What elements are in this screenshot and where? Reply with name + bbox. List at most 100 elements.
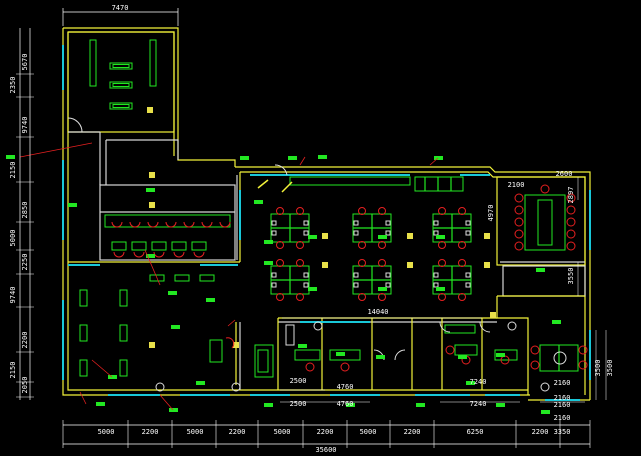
dimension-interior-label: 4760 bbox=[337, 383, 354, 391]
chair-icon bbox=[296, 241, 304, 249]
desk-icon bbox=[119, 289, 128, 307]
monitor-icon bbox=[353, 282, 359, 288]
chair-icon bbox=[133, 251, 145, 258]
leader-tag-icon bbox=[108, 375, 117, 379]
dimension-interior-label: 7240 bbox=[470, 378, 487, 386]
chair-icon bbox=[296, 259, 304, 267]
dimension-top-label: 7470 bbox=[112, 4, 129, 12]
desk-icon bbox=[494, 349, 518, 361]
leader-tag-icon bbox=[466, 381, 475, 385]
chair-icon bbox=[305, 362, 315, 372]
shelf-icon bbox=[112, 64, 130, 68]
chair-icon bbox=[378, 241, 386, 249]
dimension-interior-label: 2100 bbox=[508, 181, 525, 189]
dimension-left-label: 2350 bbox=[9, 77, 17, 94]
leader-line bbox=[144, 249, 161, 286]
leader-tag-icon bbox=[240, 156, 249, 160]
leader-line bbox=[299, 156, 306, 166]
chair-icon bbox=[225, 337, 235, 349]
monitor-icon bbox=[465, 272, 471, 278]
counter-icon bbox=[414, 176, 464, 192]
chair-icon bbox=[276, 293, 284, 301]
leader-line bbox=[91, 359, 113, 378]
monitor-icon bbox=[353, 272, 359, 278]
dimension-left-label: 2150 bbox=[9, 162, 17, 179]
chair-icon bbox=[578, 360, 588, 370]
column-icon bbox=[149, 172, 155, 178]
chair-icon bbox=[358, 293, 366, 301]
chair-icon bbox=[173, 251, 185, 258]
chair-icon bbox=[438, 259, 446, 267]
chair-icon bbox=[540, 184, 550, 194]
leader-tag-icon bbox=[436, 287, 445, 291]
staff-room bbox=[99, 184, 236, 261]
column-icon bbox=[233, 342, 239, 348]
exterior-wall-inner bbox=[68, 31, 175, 156]
dimension-interior-label: 3550 bbox=[567, 268, 575, 285]
monitor-icon bbox=[271, 220, 277, 226]
desk-icon bbox=[454, 344, 478, 356]
desk-icon bbox=[79, 289, 88, 307]
chair-icon bbox=[276, 207, 284, 215]
leader-line bbox=[159, 394, 174, 411]
desk-icon bbox=[79, 324, 88, 342]
dimensions-layer bbox=[16, 8, 607, 448]
dimension-interior-label: 2160 bbox=[554, 394, 571, 402]
leader-tag-icon bbox=[298, 344, 307, 348]
monitor-icon bbox=[353, 220, 359, 226]
chair-icon bbox=[378, 293, 386, 301]
glazing-layer bbox=[62, 45, 591, 401]
chair-icon bbox=[340, 362, 350, 372]
dimension-bottom-label: 6250 bbox=[467, 428, 484, 436]
leader-tag-icon bbox=[288, 156, 297, 160]
leader-tag-icon bbox=[96, 402, 105, 406]
dimension-left-label: 2850 bbox=[21, 202, 29, 219]
dimension-left-label: 2150 bbox=[9, 362, 17, 379]
dimension-interior-label: 3500 bbox=[606, 360, 614, 377]
dimension-interior-label: 4760 bbox=[337, 400, 354, 408]
leader-tag-icon bbox=[496, 353, 505, 357]
chair-icon bbox=[530, 345, 540, 355]
chair-icon bbox=[183, 221, 195, 228]
sofa-icon bbox=[209, 339, 223, 363]
chair-icon bbox=[438, 241, 446, 249]
column-icon bbox=[407, 233, 413, 239]
dimension-left-label: 2200 bbox=[21, 332, 29, 349]
chair-icon bbox=[566, 205, 576, 215]
monitor-icon bbox=[433, 282, 439, 288]
chair-icon bbox=[129, 221, 141, 228]
chairs-layer bbox=[111, 184, 588, 372]
door-swing-icon bbox=[67, 117, 83, 133]
shelf-icon bbox=[112, 83, 130, 87]
dimension-interior-label: 2600 bbox=[556, 170, 573, 178]
leader-tag-icon bbox=[376, 355, 385, 359]
chair-icon bbox=[458, 207, 466, 215]
chair-icon bbox=[514, 241, 524, 251]
shelf-icon bbox=[109, 81, 133, 89]
chair-icon bbox=[153, 251, 165, 258]
chair-icon bbox=[566, 193, 576, 203]
door-leaf bbox=[281, 181, 293, 193]
leader-tag-icon bbox=[496, 403, 505, 407]
desk-icon bbox=[199, 274, 215, 282]
chair-icon bbox=[458, 241, 466, 249]
leader-tag-icon bbox=[264, 240, 273, 244]
dimension-interior-label: 3500 bbox=[594, 360, 602, 377]
monitor-icon bbox=[271, 230, 277, 236]
leader-line bbox=[227, 319, 236, 327]
chair-icon bbox=[566, 229, 576, 239]
dimension-interior-label: 2500 bbox=[290, 377, 307, 385]
monitor-icon bbox=[303, 230, 309, 236]
leader-tag-icon bbox=[168, 291, 177, 295]
leader-tag-icon bbox=[458, 355, 467, 359]
chair-icon bbox=[111, 221, 123, 228]
dimension-left-label: 2250 bbox=[21, 254, 29, 271]
storage-room bbox=[67, 31, 175, 133]
plant-icon bbox=[231, 382, 241, 392]
dimension-interior-label: 2897 bbox=[567, 187, 575, 204]
shelf-icon bbox=[89, 39, 97, 87]
leader-tag-icon bbox=[206, 298, 215, 302]
column-icon bbox=[484, 233, 490, 239]
leader-tag-icon bbox=[308, 235, 317, 239]
chair-icon bbox=[296, 293, 304, 301]
